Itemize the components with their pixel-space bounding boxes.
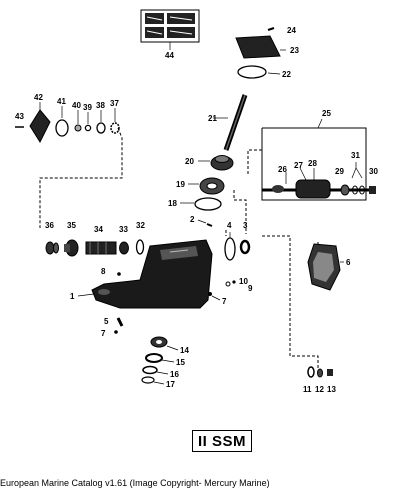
callout-30: 30 bbox=[369, 167, 378, 176]
pinion-gear-part bbox=[198, 155, 234, 171]
shim-ring-part bbox=[194, 197, 222, 211]
callout-33: 33 bbox=[119, 225, 128, 234]
callout-22: 22 bbox=[282, 70, 291, 79]
washer-part bbox=[225, 281, 231, 287]
screw-part bbox=[208, 292, 212, 296]
propshaft-assembly-part bbox=[261, 118, 376, 201]
pin-part bbox=[206, 223, 213, 227]
callout-37: 37 bbox=[110, 99, 119, 108]
gear-housing-part bbox=[77, 239, 213, 309]
bearing-part bbox=[188, 177, 225, 195]
model-title: II SSM bbox=[197, 432, 246, 450]
callout-19: 19 bbox=[176, 180, 185, 189]
callout-15: 15 bbox=[176, 358, 185, 367]
drain-screw-part bbox=[117, 272, 121, 276]
assembly-dashed-lines bbox=[39, 127, 319, 372]
callout-25: 25 bbox=[322, 109, 331, 118]
callout-26: 26 bbox=[278, 165, 287, 174]
callout-5: 5 bbox=[104, 317, 109, 326]
callout-32: 32 bbox=[136, 221, 145, 230]
callout-3: 3 bbox=[243, 221, 248, 230]
callout-1: 1 bbox=[70, 292, 75, 301]
callout-9: 9 bbox=[248, 284, 253, 293]
callout-35: 35 bbox=[67, 221, 76, 230]
callout-6: 6 bbox=[346, 258, 351, 267]
left-shaft-parts bbox=[45, 239, 145, 257]
callout-10: 10 bbox=[239, 277, 248, 286]
callout-16: 16 bbox=[170, 370, 179, 379]
water-pump-stack bbox=[141, 336, 179, 385]
callout-44: 44 bbox=[165, 51, 174, 60]
nut-part bbox=[232, 280, 236, 284]
o-ring-part bbox=[237, 65, 267, 79]
callout-40: 40 bbox=[72, 101, 81, 110]
large-o-ring-part bbox=[224, 237, 236, 261]
image-caption: European Marine Catalog v1.61 (Image Cop… bbox=[0, 478, 270, 488]
decal-set-part bbox=[140, 9, 200, 50]
callout-21: 21 bbox=[208, 114, 217, 123]
callout-4: 4 bbox=[227, 221, 232, 230]
mounting-plate-part bbox=[307, 243, 344, 291]
callout-43: 43 bbox=[15, 112, 24, 121]
washer-part bbox=[307, 366, 315, 378]
callout-14: 14 bbox=[180, 346, 189, 355]
callout-23: 23 bbox=[290, 46, 299, 55]
callout-38: 38 bbox=[96, 101, 105, 110]
dowel-pin-part bbox=[116, 317, 124, 327]
callout-20: 20 bbox=[185, 157, 194, 166]
shift-parts bbox=[15, 102, 120, 144]
callout-36: 36 bbox=[45, 221, 54, 230]
retainer-ring-part bbox=[239, 239, 251, 255]
callout-2: 2 bbox=[190, 215, 195, 224]
callout-8: 8 bbox=[101, 267, 106, 276]
top-cover-part bbox=[235, 35, 281, 59]
callout-27: 27 bbox=[294, 161, 303, 170]
model-title-box: II SSM bbox=[192, 430, 252, 452]
callout-39: 39 bbox=[83, 103, 92, 112]
callout-42: 42 bbox=[34, 93, 43, 102]
callout-17: 17 bbox=[166, 380, 175, 389]
callout-7b: 7 bbox=[101, 329, 106, 338]
callout-31: 31 bbox=[351, 151, 360, 160]
callout-34: 34 bbox=[94, 225, 103, 234]
anode-part bbox=[327, 369, 333, 376]
callout-41: 41 bbox=[57, 97, 66, 106]
driveshaft-part bbox=[213, 94, 248, 151]
nut-part bbox=[317, 368, 323, 378]
screw-part bbox=[267, 27, 275, 31]
callout-12: 12 bbox=[315, 385, 324, 394]
callout-29: 29 bbox=[335, 167, 344, 176]
callout-13: 13 bbox=[327, 385, 336, 394]
callout-11: 11 bbox=[303, 385, 312, 394]
screw-part bbox=[114, 330, 118, 334]
callout-28: 28 bbox=[308, 159, 317, 168]
callout-7a: 7 bbox=[222, 297, 227, 306]
callout-24: 24 bbox=[287, 26, 296, 35]
callout-18: 18 bbox=[168, 199, 177, 208]
callout-labels: 1 2 3 4 5 6 7 7 8 9 10 11 12 13 14 15 16… bbox=[15, 26, 378, 394]
